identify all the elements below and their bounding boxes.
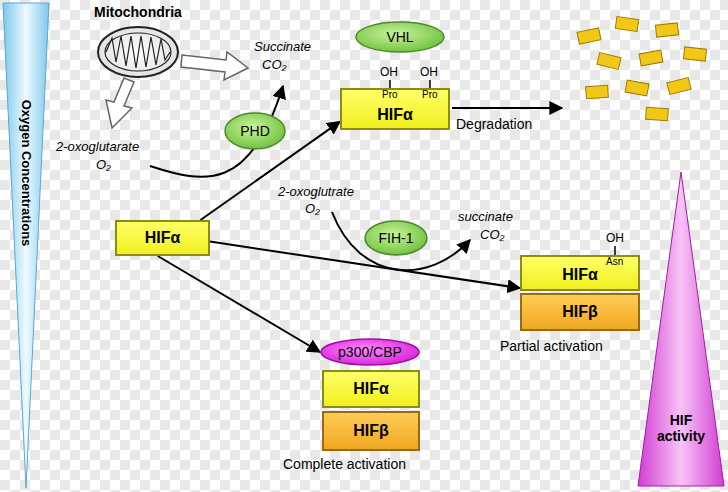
- hif-alpha-box: HIFα: [322, 370, 420, 408]
- enzyme-ellipse: FIH-1: [364, 220, 428, 256]
- mitochondrion-illustration: [98, 27, 178, 77]
- bond-line: [429, 80, 431, 88]
- caption-label: Degradation: [456, 116, 532, 132]
- hif-alpha-box: HIFα: [115, 220, 210, 256]
- reaction-curve: [332, 212, 470, 270]
- node-label: HIFβ: [353, 422, 389, 440]
- residue-label: Pro: [382, 89, 398, 101]
- hif-beta-box: HIFβ: [322, 411, 420, 451]
- metabolite-label: Succinate: [254, 40, 311, 55]
- metabolite-label: O₂: [305, 202, 320, 217]
- node-label: p300/CBP: [338, 344, 402, 360]
- node-label: PHD: [240, 123, 270, 139]
- organelle-label: Mitochondria: [94, 4, 182, 20]
- residue-label: OH: [380, 66, 398, 80]
- enzyme-ellipse: PHD: [224, 112, 286, 150]
- metabolite-label: 2-oxoglutarate: [56, 140, 139, 155]
- residue-label: Asn: [606, 256, 623, 268]
- bond-line: [614, 246, 616, 255]
- node-label: FIH-1: [379, 230, 414, 246]
- caption-label: Partial activation: [500, 338, 603, 354]
- node-label: VHL: [386, 29, 413, 45]
- reaction-arrow: [158, 256, 320, 352]
- metabolite-label: 2-oxoglutrate: [278, 185, 354, 200]
- node-label: HIFα: [353, 380, 389, 398]
- residue-label: OH: [420, 66, 438, 80]
- residue-label: OH: [606, 232, 624, 246]
- axis-caption: Oxygen Concentrations: [19, 100, 34, 247]
- reaction-curve: [150, 86, 283, 177]
- coactivator-ellipse: p300/CBP: [320, 338, 420, 366]
- axis-caption: HIF activity: [648, 412, 714, 444]
- protein-ellipse: VHL: [355, 21, 445, 53]
- metabolite-label: succinate: [458, 210, 513, 225]
- node-label: HIFα: [377, 106, 413, 124]
- hollow-arrow: [181, 52, 248, 80]
- metabolite-label: O₂: [96, 158, 111, 173]
- hollow-arrow: [106, 78, 134, 128]
- metabolite-label: CO₂: [262, 58, 286, 73]
- caption-label: Complete activation: [283, 456, 406, 472]
- node-label: HIFα: [562, 266, 598, 284]
- bond-line: [389, 80, 391, 88]
- metabolite-label: CO₂: [480, 228, 504, 243]
- gradient-triangle: HIF activity: [638, 172, 724, 486]
- residue-label: Pro: [422, 89, 438, 101]
- degraded-fragments: [577, 17, 707, 121]
- node-label: HIFβ: [562, 303, 598, 321]
- reaction-arrow: [210, 242, 520, 289]
- degradation-arrow: [452, 107, 562, 109]
- gradient-triangle: Oxygen Concentrations: [3, 3, 49, 488]
- node-label: HIFα: [145, 229, 181, 247]
- hif-beta-box: HIFβ: [520, 293, 640, 331]
